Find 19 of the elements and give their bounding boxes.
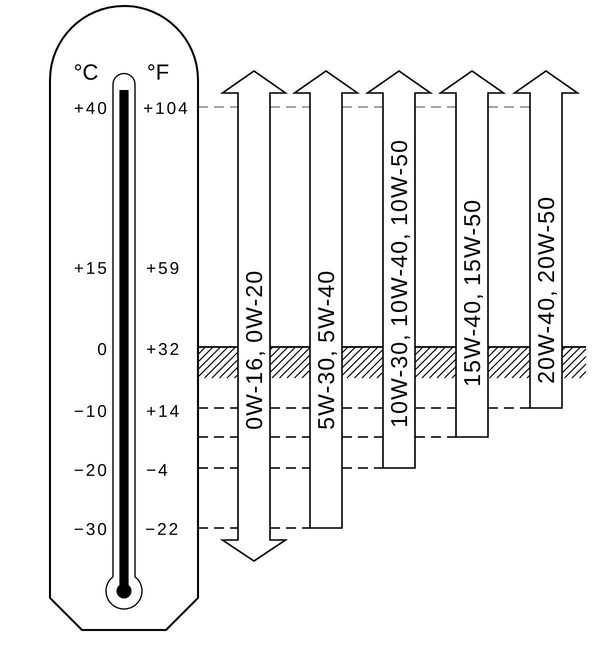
unit-label: °C (74, 64, 98, 80)
scale-label: −22 (146, 523, 178, 535)
scale-label: +15 (74, 262, 106, 274)
unit-label: °F (148, 64, 168, 80)
scale-label: +32 (147, 343, 178, 356)
scale-label: +14 (147, 405, 179, 417)
range-bar: 5W-30, 5W-40 (292, 70, 360, 529)
scale-label: −4 (147, 464, 168, 476)
scale-label: −20 (74, 464, 106, 476)
scale-label: 0 (98, 343, 106, 356)
scale-label: −30 (74, 523, 106, 536)
range-bar: 10W-30, 10W-40, 10W-50 (364, 70, 434, 469)
range-bar: 20W-40, 20W-50 (512, 70, 580, 409)
range-bar: 15W-40, 15W-50 (438, 70, 506, 438)
scale-label: +59 (147, 262, 178, 274)
scale-label: +40 (74, 102, 106, 114)
range-bar: 0W-16, 0W-20 (220, 70, 288, 562)
scale-label: −10 (74, 405, 106, 418)
scale-label: +104 (144, 102, 188, 114)
